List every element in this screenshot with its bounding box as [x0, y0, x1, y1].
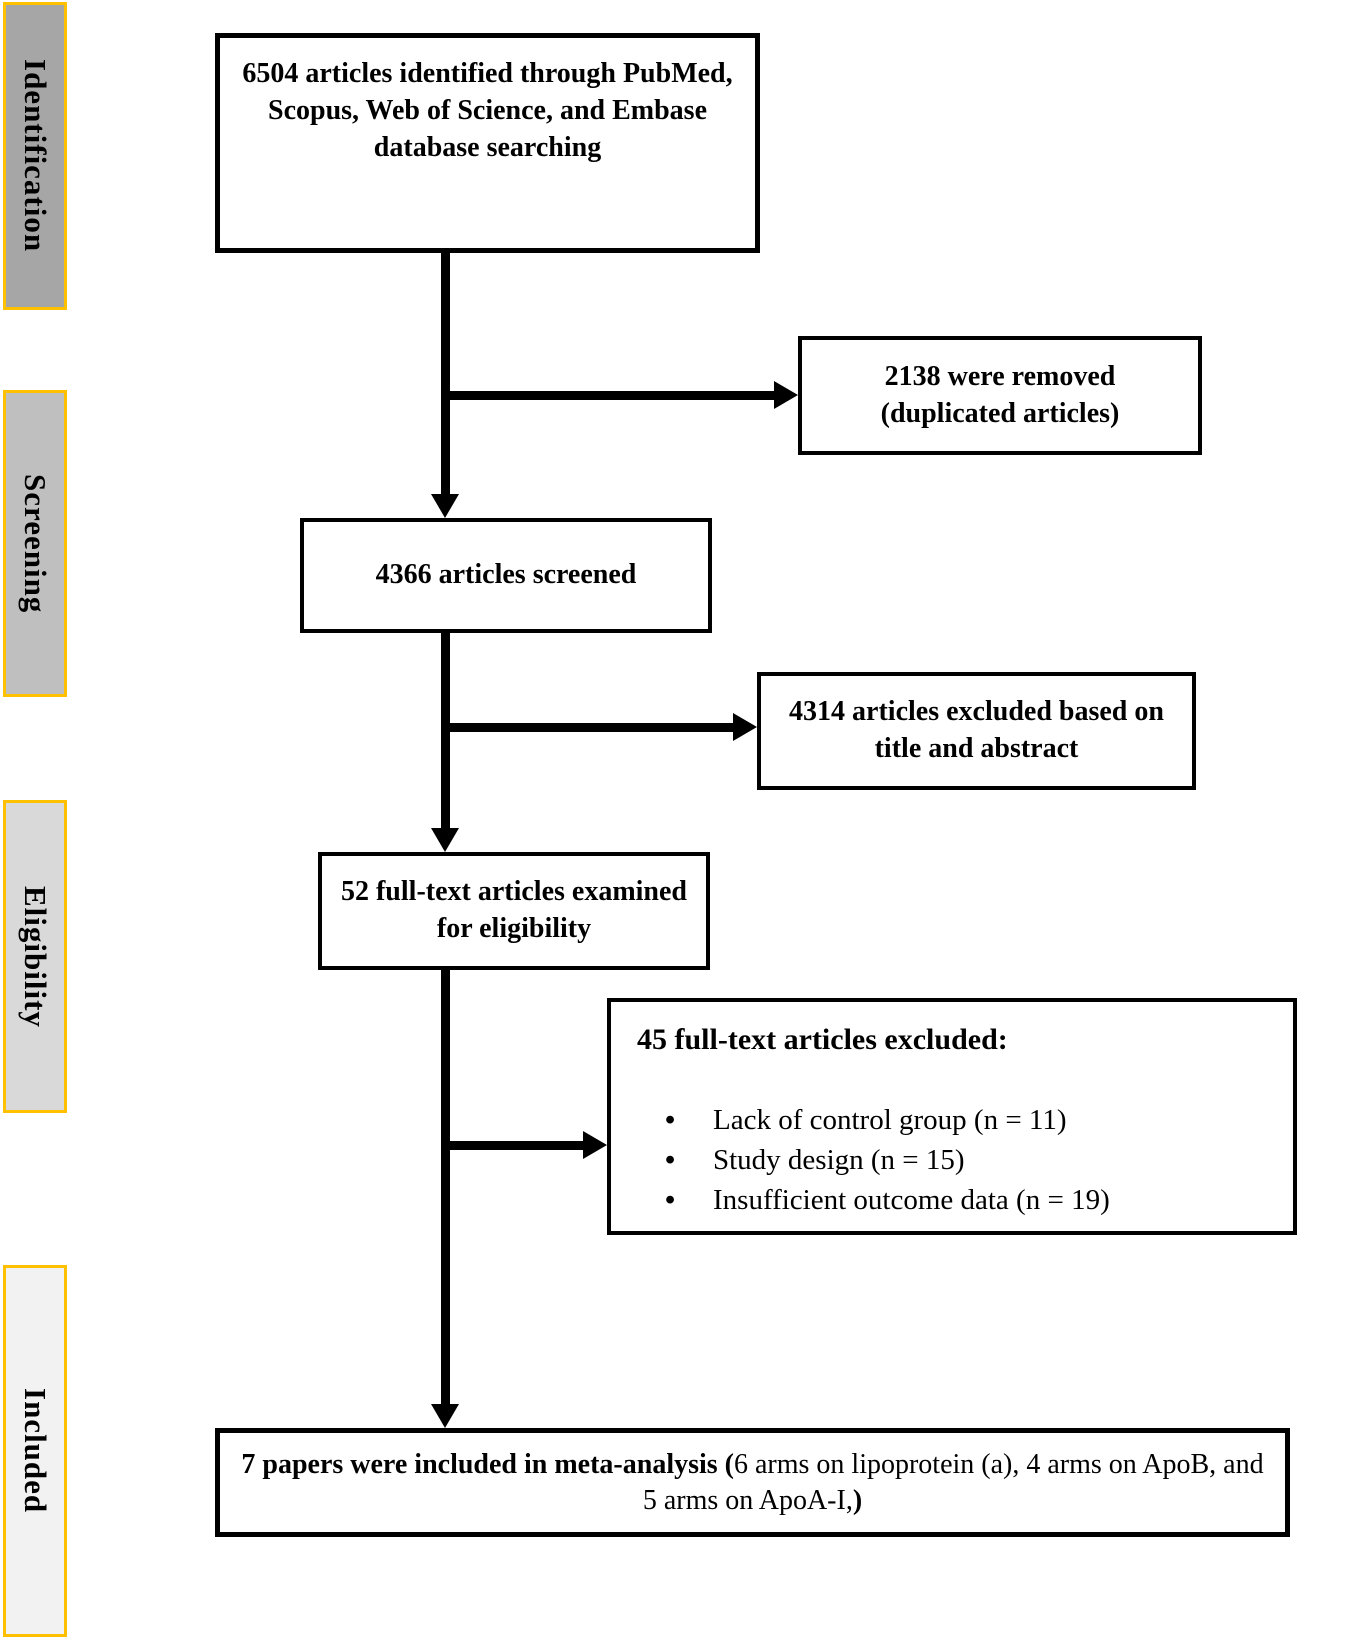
- box-excluded-title-abstract-text: 4314 articles excluded based on title an…: [789, 696, 1164, 764]
- stage-screening: Screening: [3, 390, 67, 697]
- included-regular-body: 6 arms on lipoprotein (a), 4 arms on Apo…: [642, 1448, 1264, 1516]
- box-included-meta-analysis-text: 7 papers were included in meta-analysis …: [240, 1447, 1265, 1519]
- stage-eligibility: Eligibility: [3, 800, 67, 1113]
- box-fulltext-examined: 52 full-text articles examined for eligi…: [318, 852, 710, 970]
- arrow-fulltext-to-included-head: [431, 1404, 459, 1428]
- arrow-to-title-abstract-line: [445, 723, 733, 732]
- stage-identification: Identification: [3, 2, 67, 310]
- box-duplicates-removed: 2138 were removed (duplicated articles): [798, 336, 1202, 455]
- stage-eligibility-label: Eligibility: [18, 885, 53, 1028]
- box-articles-identified: 6504 articles identified through PubMed,…: [215, 33, 760, 253]
- included-bold-close: ): [852, 1484, 863, 1516]
- box-duplicates-removed-text: 2138 were removed (duplicated articles): [880, 360, 1120, 429]
- stage-included: Included: [3, 1265, 67, 1637]
- box-articles-screened-text: 4366 articles screened: [375, 559, 637, 591]
- box-fulltext-excluded: 45 full-text articles excluded: Lack of …: [607, 998, 1297, 1235]
- arrow-identified-to-screened-head: [431, 494, 459, 518]
- included-bold-lead: 7 papers were included in meta-analysis …: [241, 1448, 734, 1480]
- exclusion-reason-item: Study design (n = 15): [665, 1140, 1293, 1180]
- arrow-fulltext-to-included-line: [441, 970, 450, 1404]
- arrow-to-title-abstract-head: [733, 713, 757, 741]
- arrow-to-fulltext-excluded-line: [445, 1141, 583, 1150]
- exclusion-reason-item: Lack of control group (n = 11): [665, 1100, 1293, 1140]
- arrow-to-duplicates-line: [445, 391, 774, 400]
- box-included-meta-analysis: 7 papers were included in meta-analysis …: [215, 1428, 1290, 1537]
- exclusion-reason-list: Lack of control group (n = 11) Study des…: [611, 1100, 1293, 1220]
- box-articles-identified-text: 6504 articles identified through PubMed,…: [242, 58, 733, 163]
- arrow-identified-to-screened-line: [441, 253, 450, 494]
- stage-identification-label: Identification: [18, 59, 53, 253]
- exclusion-reason-item: Insufficient outcome data (n = 19): [665, 1180, 1293, 1220]
- arrow-screened-to-fulltext-head: [431, 828, 459, 852]
- box-articles-screened: 4366 articles screened: [300, 518, 712, 633]
- box-excluded-title-abstract: 4314 articles excluded based on title an…: [757, 672, 1196, 790]
- box-fulltext-examined-text: 52 full-text articles examined for eligi…: [340, 876, 688, 944]
- box-fulltext-excluded-heading: 45 full-text articles excluded:: [637, 1023, 1008, 1056]
- arrow-to-duplicates-head: [774, 381, 798, 409]
- stage-included-label: Included: [18, 1388, 53, 1514]
- arrow-to-fulltext-excluded-head: [583, 1131, 607, 1159]
- stage-screening-label: Screening: [18, 473, 53, 614]
